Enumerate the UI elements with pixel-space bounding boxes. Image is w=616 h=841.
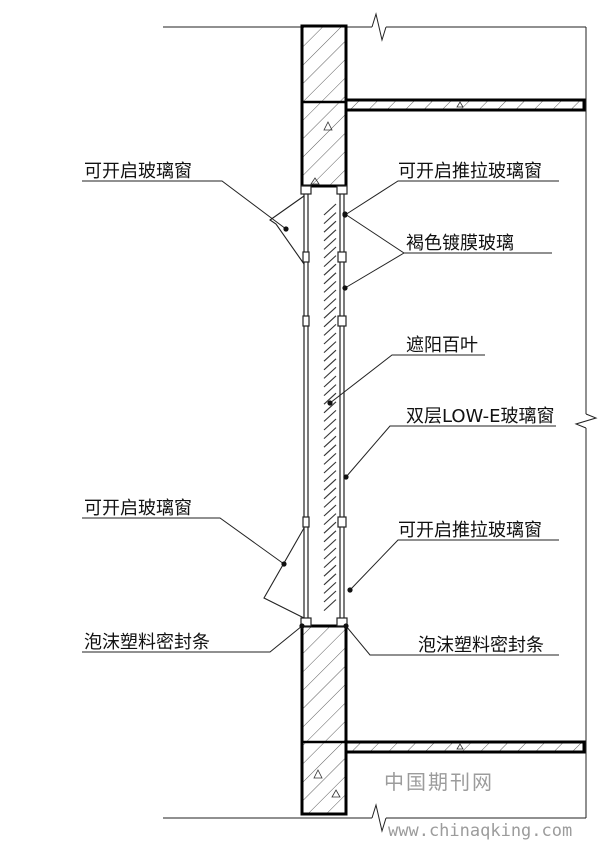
louver-slat <box>323 470 337 483</box>
label-left-bottom-window: 可开启玻璃窗 <box>84 498 192 519</box>
open-casement-bottom <box>263 527 305 619</box>
louver-slat <box>323 349 337 362</box>
louver-slat <box>323 392 337 405</box>
louver-slat <box>323 298 337 311</box>
louver-slat <box>323 487 337 500</box>
label-right-top-sliding-window: 可开启推拉玻璃窗 <box>398 161 542 182</box>
louver-slat <box>323 530 337 543</box>
louver-slat <box>323 280 337 293</box>
louver-slat <box>323 229 337 242</box>
label-right-foam-seal: 泡沫塑料密封条 <box>418 635 544 656</box>
label-double-lowe-window: 双层LOW-E玻璃窗 <box>406 406 555 427</box>
sun-louvers <box>323 203 337 612</box>
label-left-foam-seal: 泡沫塑料密封条 <box>84 632 210 653</box>
watermark-url: www.chinaqking.com <box>388 821 572 841</box>
louver-slat <box>323 289 337 302</box>
louver-slat <box>323 521 337 534</box>
louver-slat <box>323 401 337 414</box>
louver-slat <box>323 323 337 336</box>
louver-slat <box>323 444 337 457</box>
leader-lines <box>82 180 559 656</box>
louver-slat <box>323 272 337 285</box>
louver-slat <box>323 246 337 259</box>
louver-slat <box>323 237 337 250</box>
label-right-bottom-sliding-window: 可开启推拉玻璃窗 <box>398 520 542 541</box>
louver-slat <box>323 556 337 569</box>
label-tinted-coated-glass: 褐色镀膜玻璃 <box>406 233 514 254</box>
louver-slat <box>323 478 337 491</box>
top-building-outline <box>163 12 598 833</box>
louver-slat <box>323 504 337 517</box>
louver-slat <box>323 435 337 448</box>
louver-slat <box>323 255 337 268</box>
louver-slat <box>323 220 337 233</box>
louver-slat <box>323 599 337 612</box>
louver-slat <box>323 564 337 577</box>
louver-slat <box>323 212 337 225</box>
louver-slat <box>323 384 337 397</box>
louver-slat <box>323 495 337 508</box>
louver-slat <box>323 375 337 388</box>
louver-slat <box>323 263 337 276</box>
open-casement-top <box>269 195 305 265</box>
louver-slat <box>323 418 337 431</box>
louver-slat <box>323 427 337 440</box>
watermark-cn: 中国期刊网 <box>384 770 494 794</box>
bottom-concrete-column <box>300 624 586 816</box>
louver-slat <box>323 590 337 603</box>
facade-frames <box>300 185 348 627</box>
louver-slat <box>323 581 337 594</box>
louver-slat <box>323 315 337 328</box>
label-sun-louver: 遮阳百叶 <box>406 335 478 356</box>
louver-slat <box>323 341 337 354</box>
louver-slat <box>323 358 337 371</box>
leader-dots <box>281 211 353 629</box>
louver-slat <box>323 306 337 319</box>
louver-slat <box>323 513 337 526</box>
top-concrete-column <box>300 24 586 188</box>
louver-slat <box>323 538 337 551</box>
louver-slat <box>323 461 337 474</box>
label-left-top-window: 可开启玻璃窗 <box>84 161 192 182</box>
louver-slat <box>323 547 337 560</box>
louver-slat <box>323 409 337 422</box>
louver-slat <box>323 452 337 465</box>
louver-slat <box>323 366 337 379</box>
louver-slat <box>323 573 337 586</box>
louver-slat <box>323 203 337 216</box>
louver-slat <box>323 332 337 345</box>
